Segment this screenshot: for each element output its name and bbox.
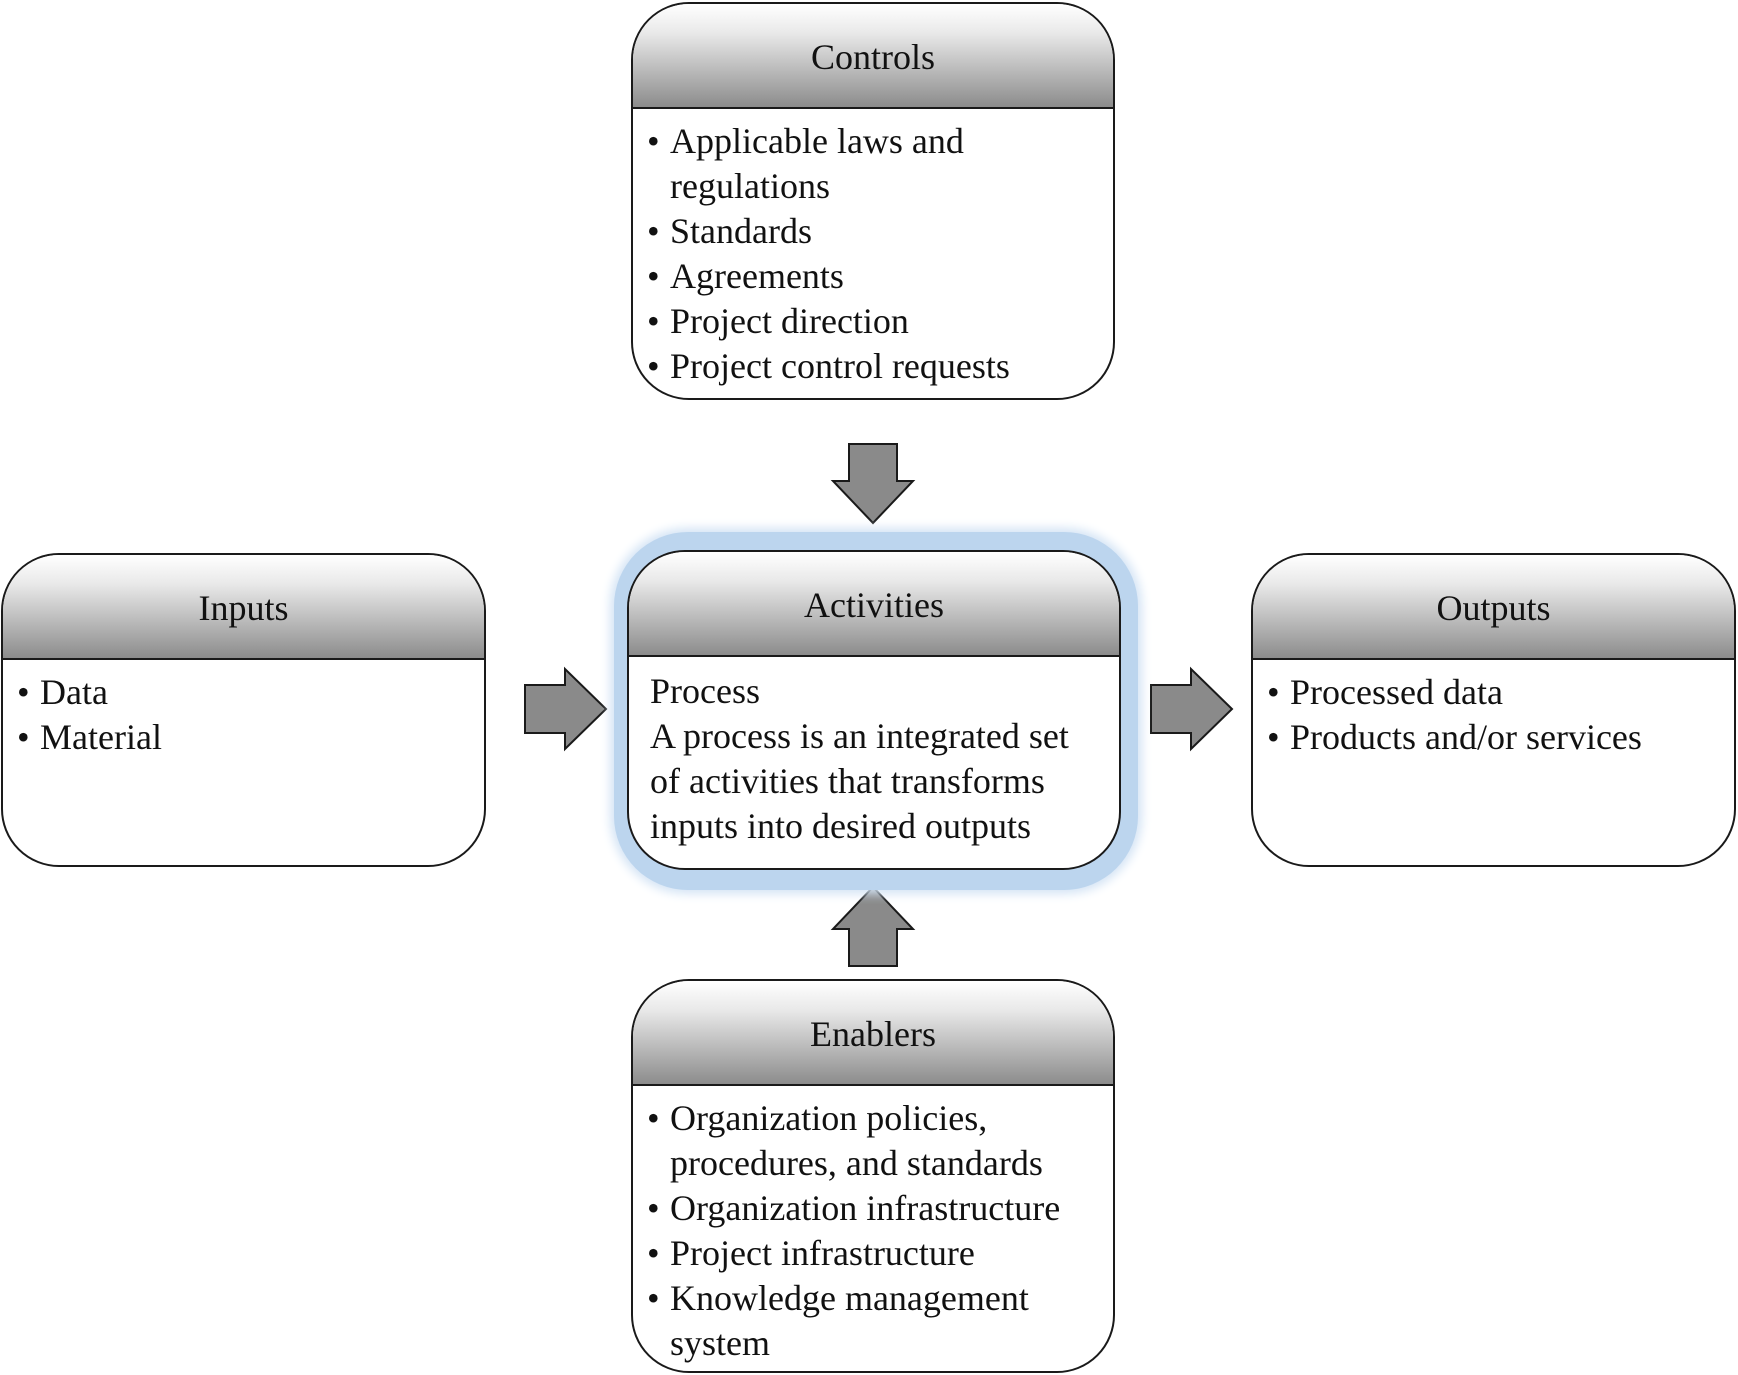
arrow-right-activities-to-outputs — [1150, 666, 1234, 752]
inputs-item: Material — [17, 715, 484, 760]
arrow-right-inputs-to-activities — [524, 666, 608, 752]
process-heading: Process — [650, 671, 760, 711]
arrow-up-enablers-to-activities — [830, 885, 916, 967]
controls-item: Project direction — [647, 299, 1113, 344]
enablers-item: Project infrastructure — [647, 1231, 1113, 1276]
activities-title: Activities — [804, 584, 944, 625]
outputs-item: Products and/or services — [1267, 715, 1734, 760]
outputs-item: Processed data — [1267, 670, 1734, 715]
controls-box: Controls Applicable laws and regulations… — [631, 2, 1115, 400]
inputs-title: Inputs — [198, 587, 289, 628]
inputs-list: Data Material — [17, 670, 484, 760]
inputs-item: Data — [17, 670, 484, 715]
controls-list: Applicable laws and regulations Standard… — [647, 119, 1113, 389]
controls-item: Standards — [647, 209, 1113, 254]
inputs-body: Data Material — [3, 660, 484, 760]
activities-body: Process A process is an integrated set o… — [629, 657, 1119, 849]
inputs-box: Inputs Data Material — [1, 553, 486, 867]
controls-body: Applicable laws and regulations Standard… — [633, 109, 1113, 389]
enablers-body: Organization policies, procedures, and s… — [633, 1086, 1113, 1366]
enablers-header: Enablers — [633, 981, 1113, 1086]
outputs-title: Outputs — [1436, 587, 1551, 628]
enablers-list: Organization policies, procedures, and s… — [647, 1096, 1113, 1366]
arrow-down-controls-to-activities — [830, 443, 916, 525]
outputs-list: Processed data Products and/or services — [1267, 670, 1734, 760]
enablers-item: Organization policies, procedures, and s… — [647, 1096, 1090, 1186]
outputs-header: Outputs — [1253, 555, 1734, 660]
activities-header: Activities — [629, 552, 1119, 657]
outputs-box: Outputs Processed data Products and/or s… — [1251, 553, 1736, 867]
enablers-title: Enablers — [810, 1013, 936, 1054]
enablers-item: Organization infrastructure — [647, 1186, 1113, 1231]
controls-item: Agreements — [647, 254, 1113, 299]
inputs-header: Inputs — [3, 555, 484, 660]
controls-header: Controls — [633, 4, 1113, 109]
controls-item: Project control requests — [647, 344, 1113, 389]
outputs-body: Processed data Products and/or services — [1253, 660, 1734, 760]
enablers-item: Knowledge management system — [647, 1276, 1060, 1366]
activities-box: Activities Process A process is an integ… — [627, 550, 1121, 870]
process-description: A process is an integrated set of activi… — [650, 716, 1069, 846]
enablers-box: Enablers Organization policies, procedur… — [631, 979, 1115, 1373]
controls-title: Controls — [810, 36, 935, 77]
controls-item: Applicable laws and regulations — [647, 119, 1000, 209]
